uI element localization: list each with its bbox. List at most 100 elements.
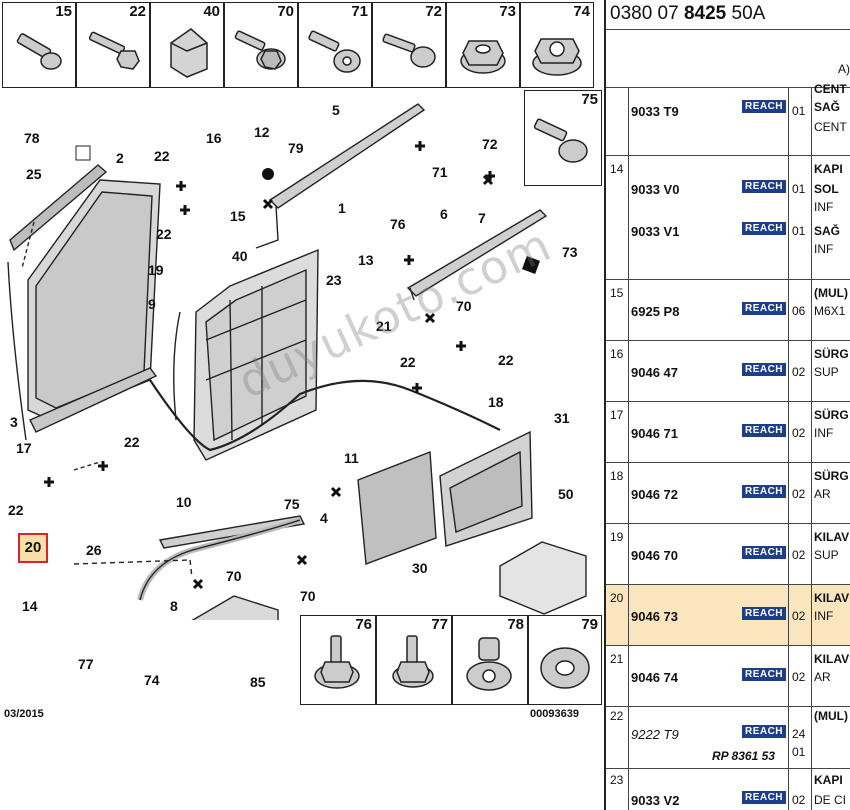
reference-number: 18 xyxy=(610,469,624,483)
callout-label[interactable]: 30 xyxy=(412,560,428,576)
table-row[interactable]: 19 KILAV 9046 70 REACH 02 SUP xyxy=(606,524,850,585)
table-row[interactable]: 16 SÜRG 9046 47 REACH 02 SUP xyxy=(606,341,850,402)
part-icon-number: 78 xyxy=(507,616,524,633)
callout-label[interactable]: 22 xyxy=(8,502,24,518)
callout-label[interactable]: 16 xyxy=(206,130,222,146)
callout-label[interactable]: 22 xyxy=(400,354,416,370)
flange-nut-icon xyxy=(532,38,582,76)
quantity: 02 xyxy=(792,609,806,623)
part-desc: SAĞ xyxy=(814,100,841,114)
quantity: 06 xyxy=(792,304,806,318)
callout-label[interactable]: 22 xyxy=(156,226,172,242)
part-desc: SAĞ xyxy=(814,224,841,238)
callout-label[interactable]: 73 xyxy=(562,244,578,260)
callout-label[interactable]: 23 xyxy=(326,272,342,288)
quantity: 02 xyxy=(792,487,806,501)
callout-label[interactable]: 72 xyxy=(482,136,498,152)
callout-label[interactable]: 70 xyxy=(456,298,472,314)
part-number[interactable]: 9222 T9 xyxy=(631,727,679,742)
part-number[interactable]: 9046 47 xyxy=(631,365,678,380)
callout-label[interactable]: 9 xyxy=(148,296,156,312)
callout-label[interactable]: 22 xyxy=(124,434,140,450)
replacement-reference[interactable]: RP 8361 53 xyxy=(712,749,775,763)
part-number[interactable]: 9033 T9 xyxy=(631,104,679,119)
callout-label[interactable]: 31 xyxy=(554,410,570,426)
callout-label[interactable]: 15 xyxy=(230,208,246,224)
table-row-selected[interactable]: 20 KILAV 9046 73 REACH 02 INF xyxy=(606,585,850,646)
callout-label[interactable]: 6 xyxy=(440,206,448,222)
part-icon-cell[interactable]: 71 xyxy=(298,2,372,88)
callout-label[interactable]: 25 xyxy=(26,166,42,182)
callout-label[interactable]: 11 xyxy=(344,450,359,466)
callout-label[interactable]: 18 xyxy=(488,394,504,410)
table-row[interactable]: 17 SÜRG 9046 71 REACH 02 INF xyxy=(606,402,850,463)
callout-label[interactable]: 8 xyxy=(170,598,178,614)
callout-label[interactable]: 79 xyxy=(288,140,304,156)
callout-label[interactable]: 75 xyxy=(284,496,300,512)
part-icon-cell[interactable]: 22 xyxy=(76,2,150,88)
callout-label[interactable]: 50 xyxy=(558,486,574,502)
part-number[interactable]: 9046 73 xyxy=(631,609,678,624)
part-number[interactable]: 9033 V0 xyxy=(631,182,680,197)
callout-label[interactable]: 7 xyxy=(478,210,486,226)
callout-label[interactable]: 14 xyxy=(22,598,38,614)
callout-label[interactable]: 76 xyxy=(390,216,406,232)
part-icon-cell[interactable]: 77 xyxy=(376,615,452,705)
part-icon-cell[interactable]: 76 xyxy=(300,615,376,705)
quantity: 01 xyxy=(792,745,806,759)
callout-label[interactable]: 78 xyxy=(24,130,40,146)
table-row[interactable]: 15 (MUL) 6925 P8 REACH 06 M6X1 xyxy=(606,280,850,341)
part-number[interactable]: 9046 71 xyxy=(631,426,678,441)
table-row[interactable]: 14 KAPI 9033 V0 REACH 01 SOL INF 9033 V1… xyxy=(606,156,850,280)
callout-label[interactable]: 1 xyxy=(338,200,346,216)
part-icon-cell[interactable]: 70 xyxy=(224,2,298,88)
callout-label[interactable]: 21 xyxy=(376,318,392,334)
callout-label[interactable]: 3 xyxy=(10,414,18,430)
callout-label[interactable]: 13 xyxy=(358,252,374,268)
part-desc: SUP xyxy=(814,365,839,379)
part-number[interactable]: 9046 74 xyxy=(631,670,678,685)
part-icon-cell[interactable]: 79 xyxy=(528,615,602,705)
part-icon-cell[interactable]: 74 xyxy=(520,2,594,88)
part-number[interactable]: 9046 70 xyxy=(631,548,678,563)
part-number[interactable]: 9033 V2 xyxy=(631,793,680,808)
callout-label[interactable]: 26 xyxy=(86,542,102,558)
callout-label[interactable]: 10 xyxy=(176,494,192,510)
part-number[interactable]: 6925 P8 xyxy=(631,304,680,319)
callout-label[interactable]: 22 xyxy=(154,148,170,164)
part-icon-cell[interactable]: 73 xyxy=(446,2,520,88)
callout-label[interactable]: 74 xyxy=(144,672,160,688)
table-row[interactable]: CENT 9033 T9 REACH 01 SAĞ CENT xyxy=(606,82,850,156)
table-row[interactable]: 21 KILAV 9046 74 REACH 02 AR xyxy=(606,646,850,707)
callout-label[interactable]: 22 xyxy=(498,352,514,368)
callout-label[interactable]: 77 xyxy=(78,656,94,672)
table-row[interactable]: 22 (MUL) 9222 T9 REACH 24 RP 8361 53 01 xyxy=(606,707,850,769)
callout-label[interactable]: 19 xyxy=(148,262,164,278)
callout-label[interactable]: 4 xyxy=(320,510,328,526)
callout-label[interactable]: 5 xyxy=(332,102,340,118)
part-icon-cell[interactable]: 40 xyxy=(150,2,224,88)
part-icon-cell[interactable]: 78 xyxy=(452,615,528,705)
callout-label[interactable]: 17 xyxy=(16,440,32,456)
part-number[interactable]: 9046 72 xyxy=(631,487,678,502)
callout-label[interactable]: 70 xyxy=(226,568,242,584)
callout-label[interactable]: 2 xyxy=(116,150,124,166)
selected-callout-20[interactable]: 20 xyxy=(18,533,48,563)
quantity: 02 xyxy=(792,670,806,684)
part-icon-cell[interactable]: 15 xyxy=(2,2,76,88)
part-icon-cell[interactable]: 72 xyxy=(372,2,446,88)
part-desc: INF xyxy=(814,242,834,256)
part-icon-cell[interactable]: 75 xyxy=(524,90,602,186)
quantity: 01 xyxy=(792,224,806,238)
bolt-icon xyxy=(533,118,588,163)
callout-label[interactable]: 12 xyxy=(254,124,270,140)
table-row[interactable]: 23 KAPI 9033 V2 REACH 02 DE CI xyxy=(606,769,850,810)
callout-label[interactable]: 71 xyxy=(432,164,448,180)
callout-label[interactable]: 70 xyxy=(300,588,316,604)
callout-label[interactable]: 85 xyxy=(250,674,266,690)
table-row[interactable]: 18 SÜRG 9046 72 REACH 02 AR xyxy=(606,463,850,524)
callout-label[interactable]: 40 xyxy=(232,248,248,264)
pad-block-icon xyxy=(170,28,208,78)
part-number[interactable]: 9033 V1 xyxy=(631,224,680,239)
reference-number: 22 xyxy=(610,709,624,723)
